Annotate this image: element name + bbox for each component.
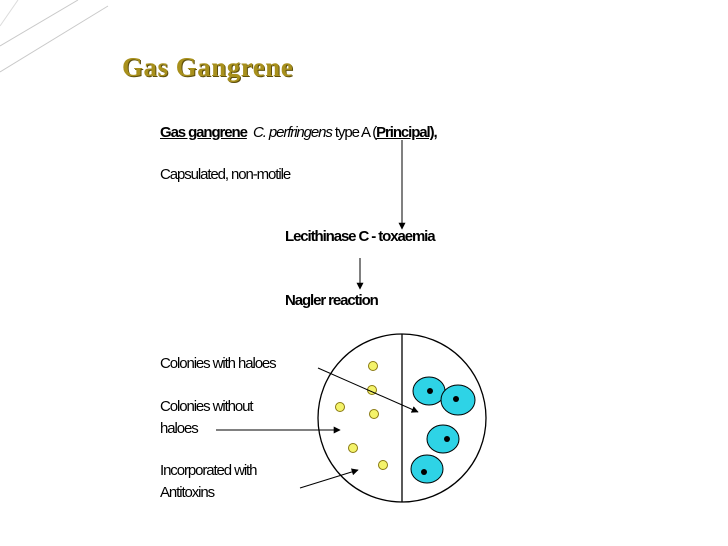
colony-with-halo	[412, 376, 446, 406]
label-antitoxin-1: Incorporated with	[160, 462, 257, 479]
type-text: type A (	[331, 124, 377, 141]
gas-gangrene-label: Gas gangrene	[160, 124, 248, 141]
colony-with-halo	[440, 384, 476, 416]
line-organism: Gas gangrene C. perfringens type A (Prin…	[160, 124, 438, 141]
label-without-haloes-1: Colonies without	[160, 398, 254, 415]
nagler-text: Nagler reaction	[285, 292, 379, 309]
colony-without-halo	[335, 402, 345, 412]
lecithinase-text: Lecithinase C - toxaemia	[285, 228, 436, 245]
label-with-haloes: Colonies with haloes	[160, 355, 277, 372]
colony-without-halo	[369, 409, 379, 419]
corner-decoration	[0, 0, 109, 73]
label-antitoxin-2: Antitoxins	[160, 484, 215, 501]
organism-name: C. perfringens	[252, 124, 333, 141]
slide-title: Gas Gangrene	[122, 52, 294, 82]
comma: ,	[433, 124, 437, 141]
colony-without-halo	[348, 443, 358, 453]
colony-without-halo	[368, 361, 378, 371]
colony-with-halo	[426, 424, 460, 454]
colony-with-halo	[410, 454, 444, 484]
principal-label: Principal)	[376, 124, 434, 141]
colony-without-halo	[378, 460, 388, 470]
label-without-haloes-2: haloes	[160, 420, 199, 437]
capsulated-text: Capsulated, non-motile	[160, 166, 291, 183]
arrow-antitoxin	[299, 468, 359, 489]
arrow-with-haloes	[317, 367, 419, 413]
